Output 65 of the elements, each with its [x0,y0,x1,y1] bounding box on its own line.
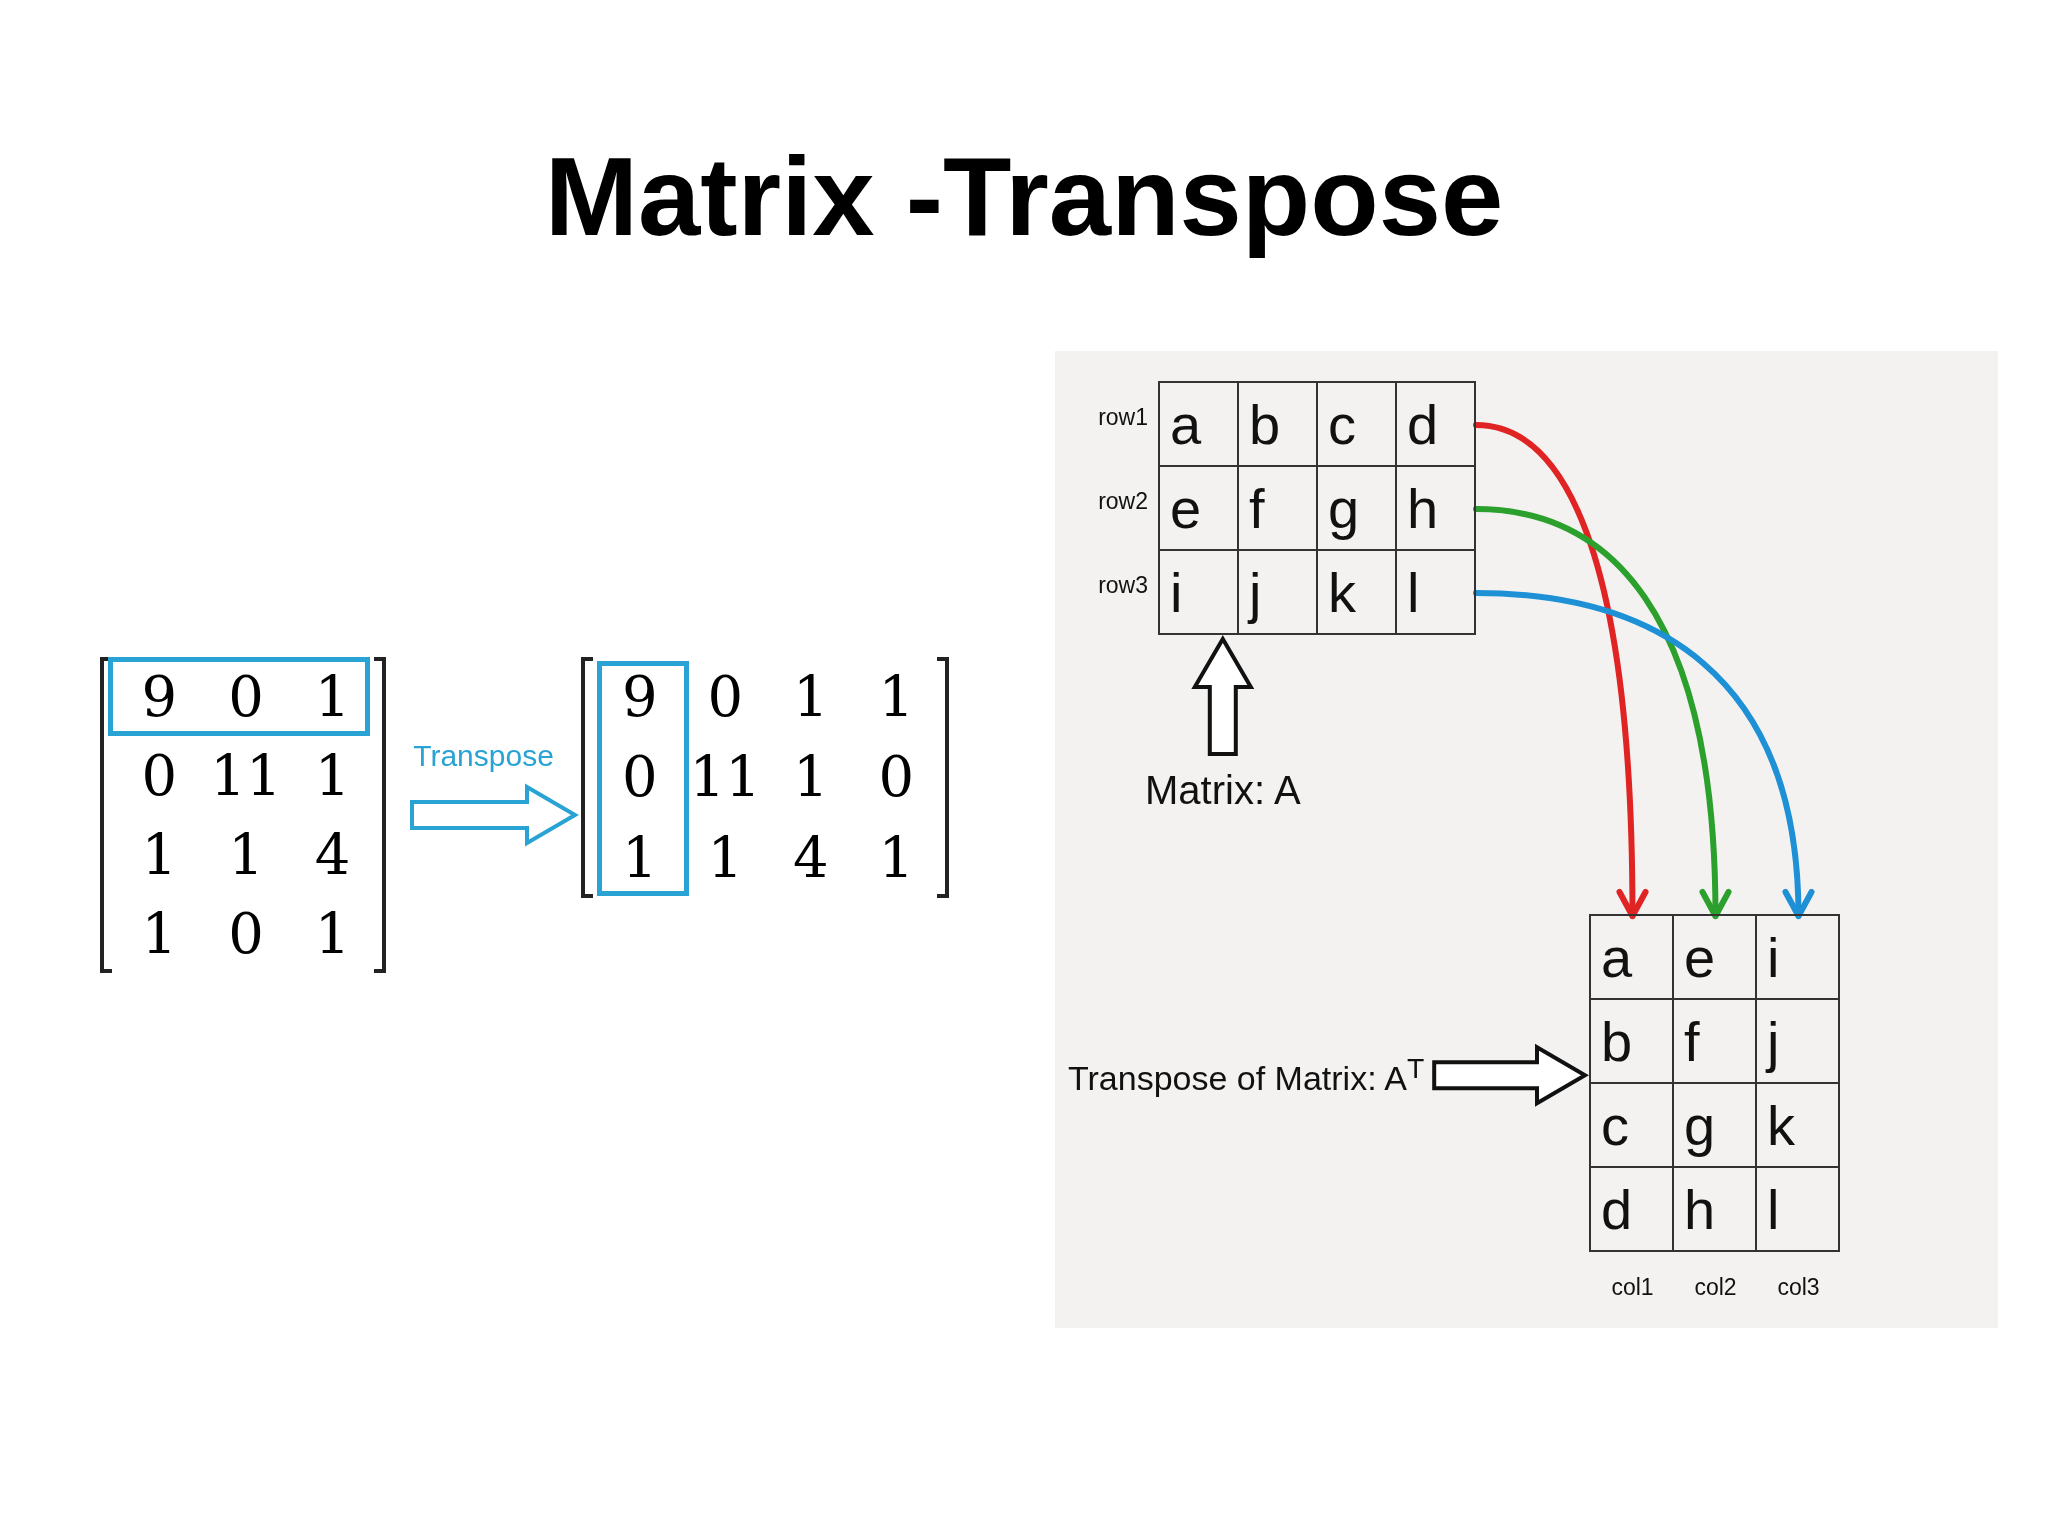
matrix-entry: 11 [209,742,283,810]
matrix-entry: 1 [791,743,830,812]
matrix-entry: 1 [140,821,179,889]
matrix-entry: l [1397,551,1476,635]
matrix-entry: e [1674,916,1757,1000]
matrix-entry: j [1757,1000,1840,1084]
matrix-entry: f [1674,1000,1757,1084]
matrix-entry: k [1318,551,1397,635]
row-label: row2 [1098,487,1148,515]
matrix-grid [1158,381,1476,635]
row-label: row3 [1098,571,1148,599]
curved-arrow [1473,590,1814,919]
matrix-entry: 1 [140,900,179,968]
matrix-entry: 0 [227,900,265,968]
matrix-entry: c [1318,383,1397,467]
matrix-entry: 0 [140,742,179,810]
matrix-entry: a [1591,916,1674,1000]
block-arrow [1432,1043,1589,1107]
matrix-entry: 4 [791,823,830,892]
matrix-entry: 0 [620,743,659,812]
block-arrow [410,783,579,847]
matrix-entry: j [1239,551,1318,635]
matrix-caption: Transpose of Matrix: A$^{T}$ [1068,1052,1425,1099]
matrix-entry: h [1674,1168,1757,1252]
matrix-entry: 4 [313,821,352,889]
matrix-entry: 1 [706,823,745,892]
column-label: col1 [1611,1274,1654,1301]
block-arrow [1191,635,1255,756]
column-label: col3 [1777,1274,1820,1301]
matrix-entry: g [1674,1084,1757,1168]
matrix-entry: b [1239,383,1318,467]
matrix-entry: a [1160,383,1239,467]
row-label: row1 [1098,403,1148,431]
matrix-entry: 1 [313,900,352,968]
matrix-entry: 1 [791,663,830,731]
matrix-entry: 0 [706,663,745,731]
matrix-entry: b [1591,1000,1674,1084]
matrix-entry: 1 [313,742,352,810]
matrix-entry: 11 [688,743,762,812]
matrix-entry: 0 [877,743,916,812]
title: Matrix -Transpose [544,135,1504,259]
matrix-entry: 9 [140,663,179,731]
matrix-entry: c [1591,1084,1674,1168]
matrix-entry: d [1397,383,1476,467]
matrix-grid [1589,914,1840,1252]
matrix-entry: h [1397,467,1476,551]
matrix-entry: 1 [877,663,916,731]
matrix-entry: k [1757,1084,1840,1168]
matrix-entry: l [1757,1168,1840,1252]
matrix-entry: i [1160,551,1239,635]
curved-arrow [1473,422,1649,919]
matrix-entry: d [1591,1168,1674,1252]
curved-arrow [1473,506,1731,919]
matrix-entry: g [1318,467,1397,551]
column-label: col2 [1694,1274,1737,1301]
matrix-entry: 1 [227,821,265,889]
matrix-caption: Matrix: A [1145,768,1301,813]
matrix-entry: 1 [877,823,916,892]
matrix-entry: 9 [620,663,659,731]
matrix-entry: e [1160,467,1239,551]
matrix-entry: 1 [313,663,352,731]
matrix-entry: f [1239,467,1318,551]
matrix-entry: i [1757,916,1840,1000]
matrix-entry: 1 [620,823,659,892]
matrix-entry: 0 [227,663,265,731]
